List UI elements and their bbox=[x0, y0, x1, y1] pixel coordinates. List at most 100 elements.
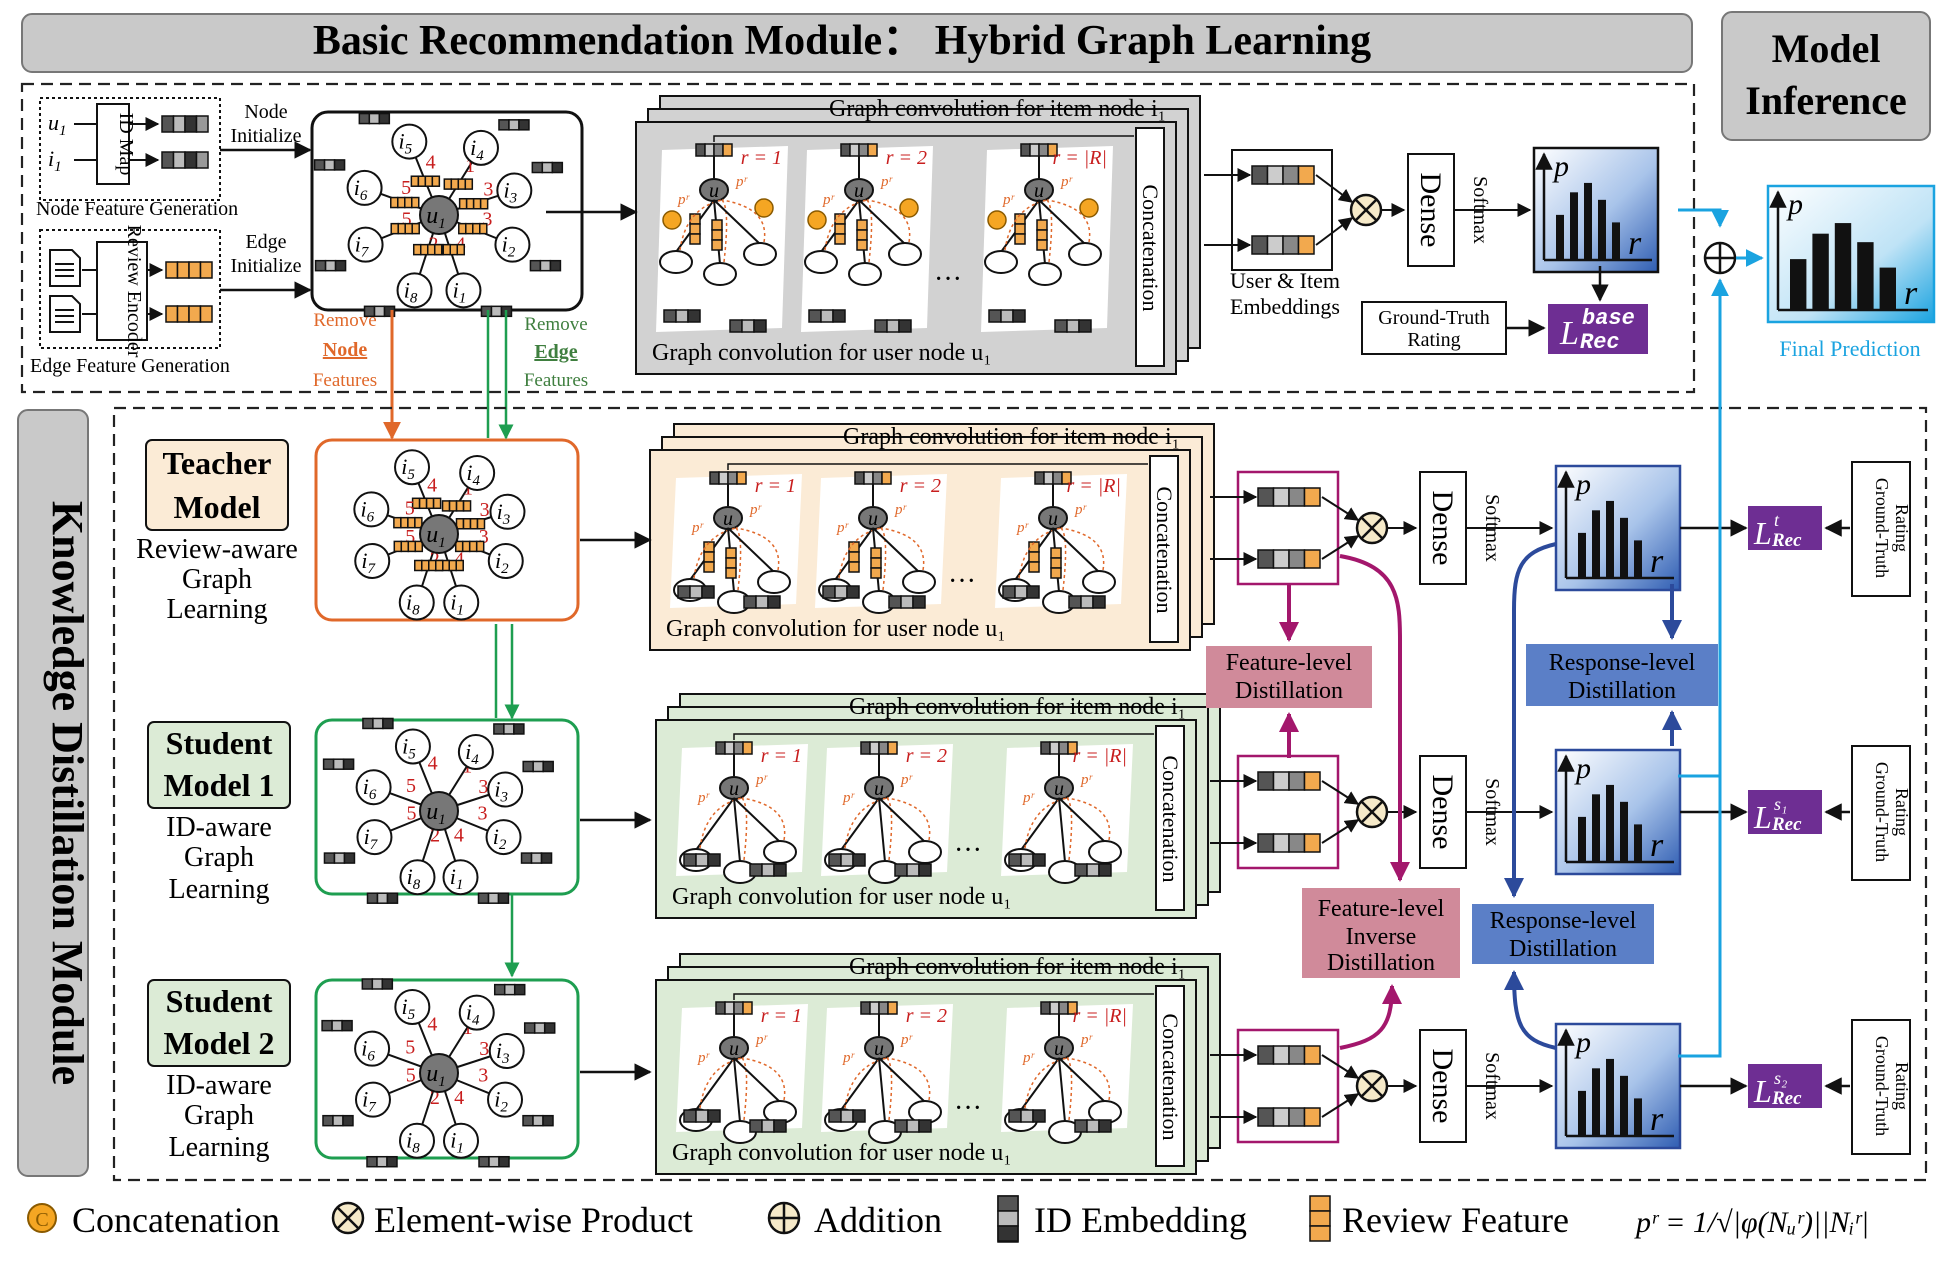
user-node-label: u bbox=[1048, 508, 1058, 530]
id-cell bbox=[314, 259, 327, 272]
remove-node-2: Node bbox=[323, 339, 368, 361]
id-cell bbox=[997, 1210, 1019, 1227]
loss-sup: s₁ bbox=[1774, 794, 1787, 814]
id-cell bbox=[846, 585, 860, 599]
relation-label: r = 2 bbox=[906, 1005, 947, 1027]
teacher-desc-1: Review-aware bbox=[136, 534, 298, 565]
review-cell bbox=[450, 178, 460, 190]
student1-model-box bbox=[147, 721, 291, 809]
embedding-cell bbox=[1297, 235, 1315, 255]
inverse-distill-1: Feature-level bbox=[1318, 896, 1445, 922]
id-cell bbox=[372, 717, 384, 730]
base-gt-2: Rating bbox=[1407, 329, 1460, 351]
relation-label: r = |R| bbox=[1073, 1005, 1128, 1027]
dense-label: Dense bbox=[1414, 173, 1447, 248]
remove-edge-2: Edge bbox=[534, 341, 577, 363]
review-cell bbox=[462, 500, 472, 512]
review-encoder-label: Review Encoder bbox=[123, 225, 145, 358]
id-embedding-user bbox=[161, 115, 209, 133]
embedding-cell bbox=[1257, 487, 1275, 507]
embedding-cell bbox=[1257, 1107, 1275, 1127]
loss-sup: t bbox=[1774, 510, 1780, 530]
user-node-label: u bbox=[874, 778, 884, 800]
embedding-cell bbox=[869, 741, 880, 755]
message-path bbox=[838, 527, 882, 579]
id-cell bbox=[551, 161, 564, 174]
item-node bbox=[354, 1030, 391, 1067]
review-cell bbox=[1036, 239, 1048, 251]
embedding-cell bbox=[840, 143, 851, 157]
dense-box bbox=[1419, 1029, 1467, 1143]
embedding-cell bbox=[1297, 165, 1315, 185]
edge-rating: 3 bbox=[482, 208, 492, 230]
dense-label: Dense bbox=[1426, 775, 1459, 850]
id-cell bbox=[675, 309, 689, 323]
review-cell bbox=[475, 540, 485, 553]
gt-label-1: Ground-Truth bbox=[1872, 762, 1892, 862]
pr-label: pʳ bbox=[900, 772, 914, 788]
relation-label: r = 2 bbox=[900, 475, 941, 497]
id-cell bbox=[707, 1109, 721, 1123]
dense-box bbox=[1407, 153, 1455, 267]
base-to-inference-arrow bbox=[1678, 208, 1729, 228]
message-path bbox=[844, 797, 888, 849]
p-axis-label: p bbox=[1574, 1026, 1591, 1059]
id-cell bbox=[331, 1019, 343, 1032]
review-cell bbox=[458, 197, 468, 210]
embedding-cell bbox=[1061, 471, 1072, 485]
review-cell bbox=[418, 497, 428, 510]
p-axis-label: p bbox=[1552, 150, 1569, 183]
user-node-label: u bbox=[729, 1038, 739, 1060]
leaf-edge bbox=[695, 797, 735, 851]
id-cell bbox=[894, 863, 908, 877]
review-cell bbox=[176, 261, 190, 279]
item-conv-title: Graph convolution for item node i₁ bbox=[829, 96, 1166, 122]
base-conv-panel: Graph convolution for item node i₁Graph … bbox=[635, 95, 1201, 375]
review-cell bbox=[711, 239, 723, 251]
item-leaf-node bbox=[757, 570, 791, 594]
item-node bbox=[462, 129, 499, 166]
pr-label: pʳ bbox=[735, 174, 749, 190]
message-path bbox=[679, 199, 723, 251]
id-cell bbox=[755, 595, 769, 609]
review-cell bbox=[870, 567, 882, 579]
legend-review-feature: Review Feature bbox=[1342, 1200, 1569, 1240]
remove-node-1: Remove bbox=[313, 310, 376, 331]
review-cell bbox=[1014, 233, 1026, 245]
id-cell bbox=[195, 115, 209, 133]
histogram-bar bbox=[1634, 824, 1642, 862]
id-cell bbox=[381, 978, 394, 990]
embedding-cell bbox=[1282, 165, 1300, 185]
loss-box bbox=[1748, 1064, 1822, 1108]
review-cell bbox=[390, 196, 399, 209]
response-distill-2a: Response-level bbox=[1490, 908, 1637, 934]
review-cell bbox=[725, 557, 737, 569]
review-cell bbox=[400, 516, 409, 529]
id-cell bbox=[749, 863, 763, 877]
message-path bbox=[1024, 1057, 1068, 1109]
review-cell bbox=[443, 178, 453, 190]
pr-label: pʳ bbox=[1060, 174, 1074, 190]
final-prediction-chart: pr bbox=[1766, 184, 1936, 324]
leaf-edge bbox=[733, 797, 781, 843]
id-cell bbox=[161, 115, 175, 133]
pr-label: pʳ bbox=[1016, 520, 1030, 536]
histogram-bar bbox=[1790, 259, 1807, 310]
message-path bbox=[880, 527, 887, 591]
id-cell bbox=[376, 1155, 388, 1168]
embedding-cell bbox=[709, 471, 720, 485]
id-cell bbox=[918, 1119, 932, 1133]
user-node-label: u bbox=[868, 508, 878, 530]
id-cell bbox=[531, 161, 544, 174]
message-path bbox=[886, 797, 893, 861]
review-encoder-box bbox=[96, 241, 148, 341]
review-cell bbox=[393, 516, 402, 529]
review-cell bbox=[834, 223, 846, 235]
item-node bbox=[394, 449, 431, 486]
review-cell bbox=[725, 547, 737, 559]
id-cell bbox=[1020, 853, 1034, 867]
message-path bbox=[1066, 797, 1073, 861]
review-cell bbox=[856, 239, 868, 251]
edge-rating: 3 bbox=[477, 802, 487, 824]
review-cell bbox=[870, 557, 882, 569]
